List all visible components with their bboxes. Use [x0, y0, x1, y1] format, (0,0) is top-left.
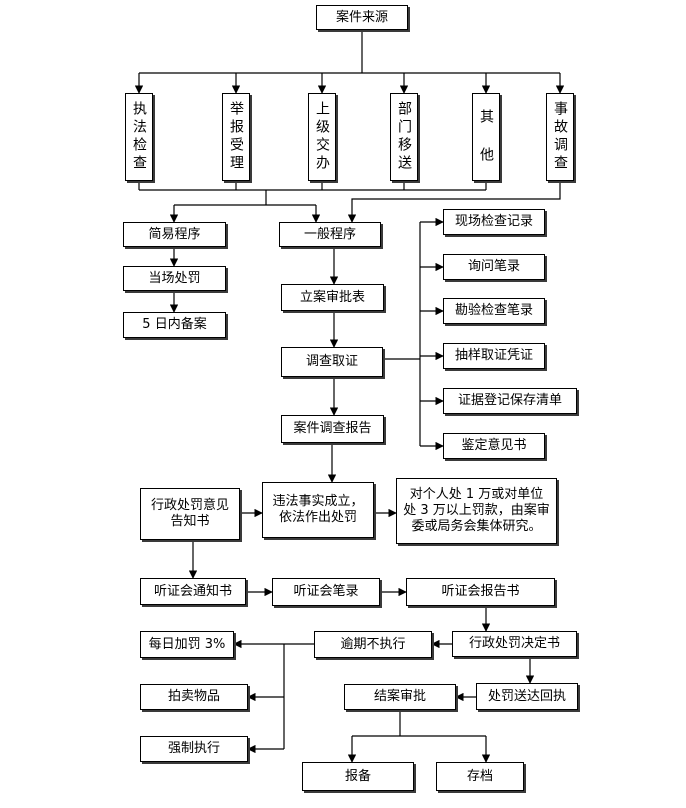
node-inquiry-record: 询问笔录	[443, 254, 545, 280]
node-evidence-collection: 调查取证	[281, 347, 383, 377]
node-enforce: 强制执行	[140, 736, 248, 762]
node-auction: 拍卖物品	[140, 684, 248, 710]
node-filing-5day: 5 日内备案	[123, 312, 226, 338]
node-department-transfer: 部门移送	[390, 93, 418, 181]
node-hearing-notice: 听证会通知书	[140, 578, 246, 605]
edge-accident-to-general	[347, 181, 561, 223]
node-simple-procedure: 简易程序	[123, 222, 226, 247]
node-collective-research: 对个人处 1 万或对单位 处 3 万以上罚款，由案审 委或局务会集体研究。	[396, 478, 557, 544]
node-report-acceptance: 举报受理	[222, 93, 250, 181]
node-case-source: 案件来源	[316, 5, 408, 30]
node-penalty-decision: 行政处罚决定书	[452, 631, 577, 657]
node-case-report: 案件调查报告	[281, 415, 384, 443]
node-overdue: 逾期不执行	[314, 631, 432, 658]
node-inspection-record: 勘验检查笔录	[443, 298, 545, 324]
node-onsite-penalty: 当场处罚	[123, 266, 226, 291]
node-appraisal-opinion: 鉴定意见书	[443, 433, 545, 459]
node-onsite-record: 现场检查记录	[443, 209, 545, 235]
node-other: 其 他	[472, 93, 500, 181]
node-general-procedure: 一般程序	[279, 222, 381, 247]
node-sampling-voucher: 抽样取证凭证	[443, 343, 545, 369]
node-hearing-record: 听证会笔录	[272, 578, 380, 606]
node-evidence-list: 证据登记保存清单	[443, 388, 577, 414]
node-case-approval-form: 立案审批表	[281, 284, 384, 311]
node-delivery-receipt: 处罚送达回执	[476, 683, 578, 710]
node-accident-investigation: 事故调查	[546, 93, 574, 181]
node-report-file: 报备	[302, 762, 414, 791]
node-penalty-notice: 行政处罚意见 告知书	[140, 488, 240, 540]
node-hearing-report: 听证会报告书	[406, 578, 555, 606]
node-archive: 存档	[436, 762, 524, 791]
node-violation-established: 违法事实成立， 依法作出处罚	[262, 482, 374, 538]
node-closing-approval: 结案审批	[344, 684, 456, 710]
node-superior-referral: 上级交办	[308, 93, 336, 181]
node-daily-fine: 每日加罚 3%	[140, 631, 234, 658]
node-enforcement-check: 执法检查	[125, 93, 153, 181]
